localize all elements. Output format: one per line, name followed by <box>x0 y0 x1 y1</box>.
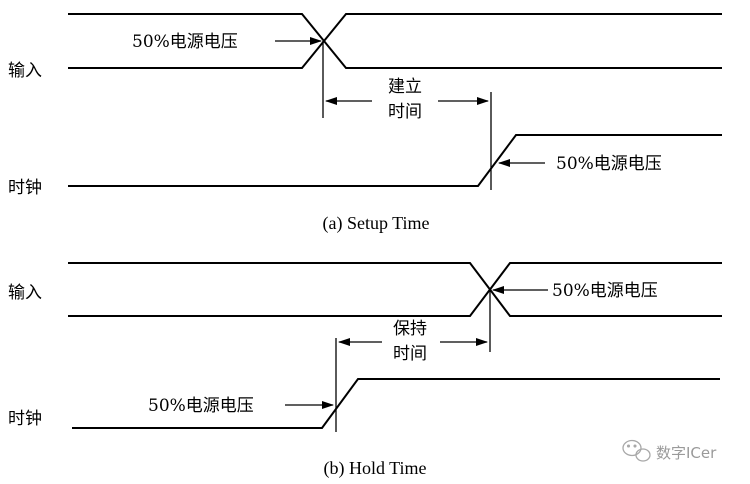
setup-interval-label-line1: 建立 <box>388 77 422 97</box>
hold-time-diagram: 输入 时钟 50%电源电压 50%电源电压 保持 时间 (b) Hold Tim… <box>8 262 722 479</box>
setup-input-threshold-label: 50%电源电压 <box>132 32 238 52</box>
watermark-text: 数字ICer <box>656 444 717 462</box>
hold-clock-threshold-label: 50%电源电压 <box>148 396 254 416</box>
hold-caption: (b) Hold Time <box>323 458 426 479</box>
hold-interval-label-line1: 保持 <box>393 319 427 339</box>
hold-clock-label: 时钟 <box>8 409 42 429</box>
setup-clock-threshold-label: 50%电源电压 <box>556 154 662 174</box>
setup-clock-label: 时钟 <box>8 178 42 198</box>
wechat-icon <box>622 439 651 462</box>
setup-caption: (a) Setup Time <box>322 213 429 234</box>
setup-input-waveform <box>68 13 722 69</box>
hold-interval-label-line2: 时间 <box>393 344 427 364</box>
setup-interval-label-line2: 时间 <box>388 102 422 122</box>
setup-input-label: 输入 <box>8 61 42 81</box>
setup-time-diagram: 输入 时钟 50%电源电压 50%电源电压 建立 时间 (a) Setup Ti… <box>8 13 722 234</box>
watermark: 数字ICer <box>622 439 717 462</box>
hold-input-label: 输入 <box>8 283 42 303</box>
hold-clock-waveform <box>72 378 720 429</box>
setup-clock-waveform <box>68 134 722 187</box>
hold-input-waveform <box>68 262 722 317</box>
hold-input-threshold-label: 50%电源电压 <box>552 281 658 301</box>
